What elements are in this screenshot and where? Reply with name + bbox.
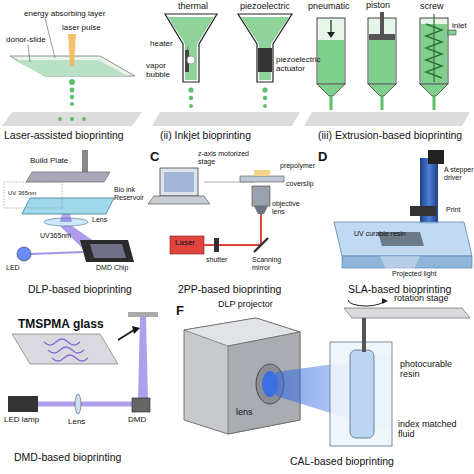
part-label: DMD Chip <box>96 264 128 272</box>
laser-assisted-illustration <box>2 18 142 126</box>
2pp-illustration <box>148 168 284 254</box>
part-label: Print <box>446 206 460 214</box>
part-label: UV365nm <box>40 232 71 240</box>
panel-letter: C <box>150 150 159 164</box>
part-label: Laser <box>175 239 195 248</box>
part-label: Build Plate <box>30 157 68 166</box>
part-label: Bio ink Reservoir <box>114 186 150 201</box>
part-label: piston <box>366 1 390 11</box>
part-label: z-axis motorized stage <box>198 150 252 165</box>
dmd-illustration <box>8 312 158 414</box>
part-label: LED lamp <box>4 416 39 425</box>
part-label: prepolymer <box>280 162 315 170</box>
part-label: lens <box>236 408 253 418</box>
cal-illustration <box>184 298 470 446</box>
part-label: A stepper driver <box>444 166 474 181</box>
dlp-illustration <box>4 150 134 262</box>
part-label: heater <box>150 40 173 49</box>
part-label: Projected light <box>392 270 436 278</box>
part-label: Lens <box>68 418 85 427</box>
panel-caption: CAL-based bioprinting <box>290 456 394 468</box>
panel-caption: Laser-assisted bioprinting <box>4 130 124 142</box>
part-label: inlet <box>452 22 467 31</box>
part-label: vapor bubble <box>146 62 184 80</box>
part-label: screw <box>420 2 444 12</box>
part-label: Scanning mirror <box>252 256 294 271</box>
part-label: DLP projector <box>218 300 273 310</box>
part-label: objective lens <box>272 200 312 215</box>
panel-caption: 2PP-based bioprinting <box>178 284 281 296</box>
part-label: pneumatic <box>308 2 350 12</box>
panel-letter: D <box>318 150 327 164</box>
extrusion-illustration <box>304 12 470 126</box>
part-label: LED <box>6 264 20 272</box>
part-label: UV curable resin <box>354 230 406 238</box>
part-label: energy absorbing layer <box>24 10 105 19</box>
panel-caption: (iii) Extrusion-based bioprinting <box>318 130 462 142</box>
panel-caption: (ii) Inkjet bioprinting <box>160 130 251 142</box>
part-label: photocurable resin <box>400 360 460 380</box>
panel-letter: F <box>176 304 184 318</box>
part-label: index matched fluid <box>398 420 464 440</box>
part-label: coverslip <box>286 180 314 188</box>
part-label: piezoelectric <box>240 2 290 12</box>
part-label: piezoelectric actuator <box>276 56 326 74</box>
part-label: laser pulse <box>62 24 101 33</box>
panel-caption: DLP-based bioprinting <box>28 284 132 296</box>
part-label: shutter <box>206 256 227 264</box>
part-label: Lens <box>92 216 107 224</box>
panel-caption: DMD-based bioprinting <box>14 452 121 464</box>
part-label: TMSPMA glass <box>18 318 104 331</box>
part-label: rotation stage <box>394 294 449 304</box>
part-label: UV 365nm <box>8 190 36 197</box>
part-label: donor-slide <box>6 36 46 45</box>
part-label: thermal <box>178 2 208 12</box>
part-label: DMD <box>128 416 146 425</box>
